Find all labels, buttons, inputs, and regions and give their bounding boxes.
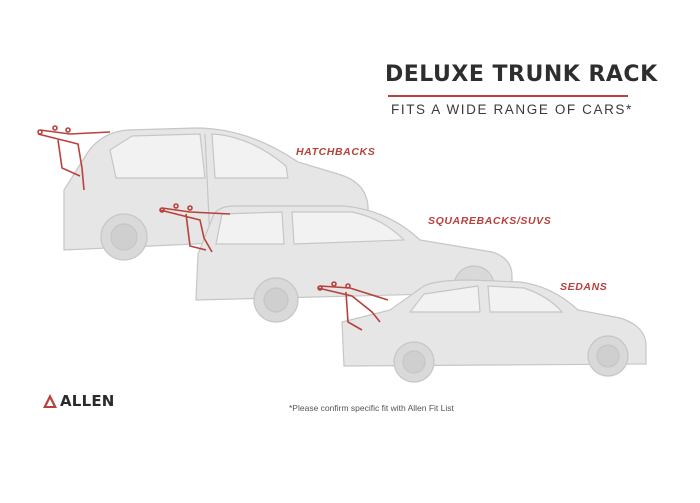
title-divider — [388, 95, 628, 97]
squareback-rack — [159, 203, 231, 253]
allen-logo: ALLEN — [42, 392, 115, 410]
page-subtitle: FITS A WIDE RANGE OF CARS* — [391, 102, 633, 117]
label-squarebacks-suvs: SQUAREBACKS/SUVS — [428, 215, 552, 227]
sedan-rack — [317, 281, 389, 331]
hatchback-rack — [37, 125, 111, 191]
brand-name: ALLEN — [60, 392, 115, 410]
sedan-car — [341, 279, 647, 383]
allen-triangle-icon — [43, 394, 57, 408]
label-sedans: SEDANS — [560, 281, 608, 293]
fit-footnote: *Please confirm specific fit with Allen … — [289, 403, 454, 413]
squareback-car — [195, 205, 513, 323]
label-hatchbacks: HATCHBACKS — [296, 146, 376, 158]
page-title: DELUXE TRUNK RACK — [385, 62, 658, 87]
